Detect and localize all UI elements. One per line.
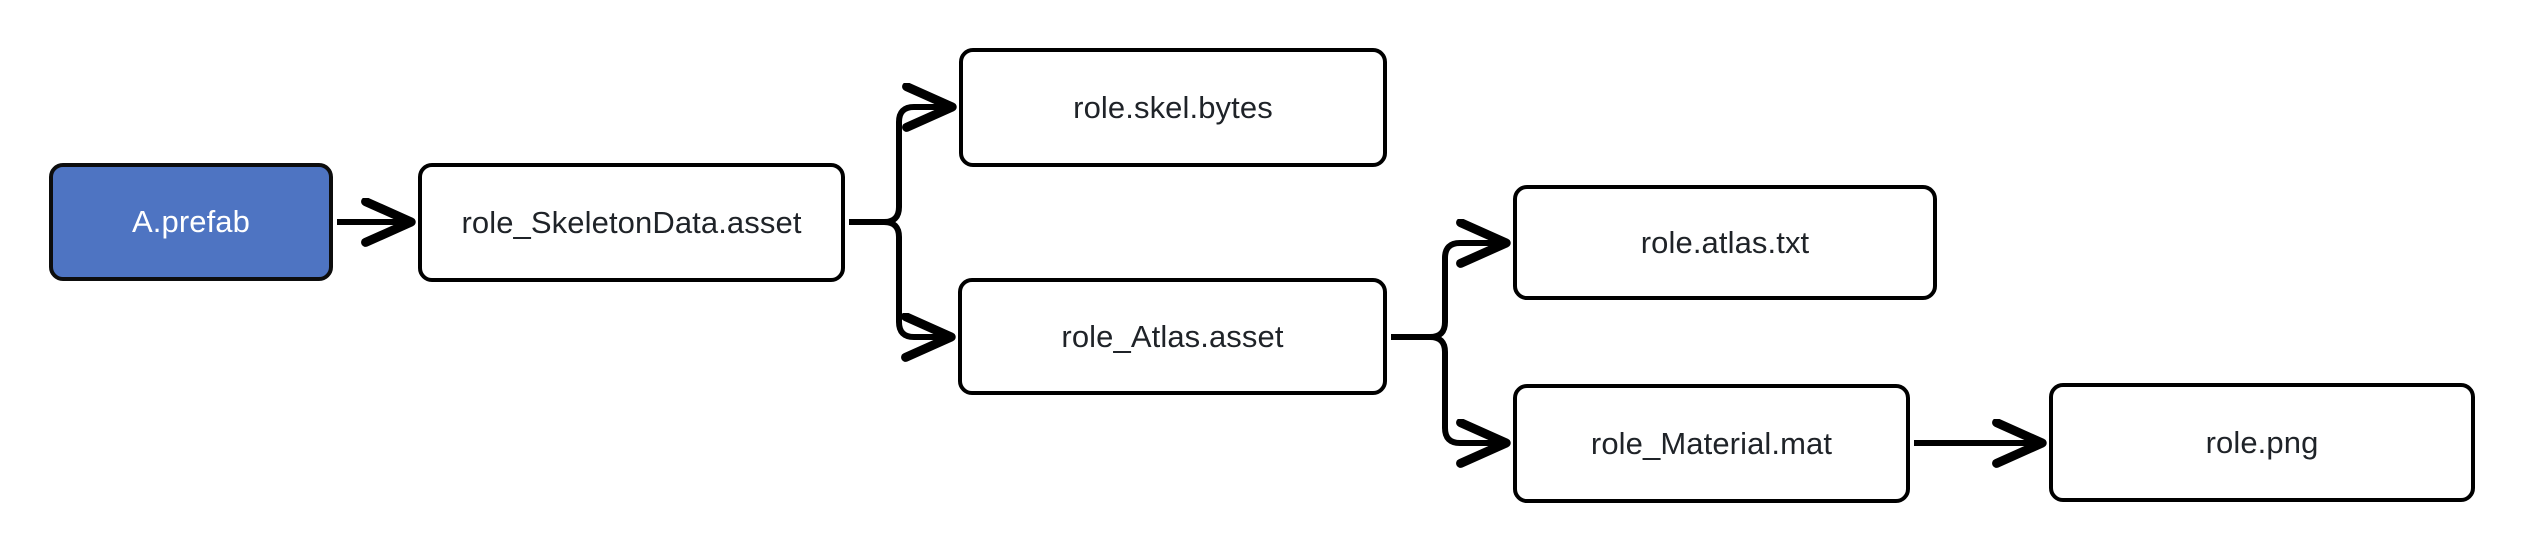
node-role-atlas-asset[interactable]: role_Atlas.asset [958, 278, 1387, 395]
node-label-role-skeletondata-asset: role_SkeletonData.asset [461, 204, 802, 240]
node-label-role-skel-bytes: role.skel.bytes [1073, 89, 1273, 125]
node-label-role-atlas-asset: role_Atlas.asset [1061, 318, 1284, 354]
edge-skeletondata-to-atlas-asset [849, 219, 950, 337]
node-role-atlas-txt[interactable]: role.atlas.txt [1513, 185, 1937, 300]
node-a-prefab[interactable]: A.prefab [49, 163, 333, 281]
node-label-a-prefab: A.prefab [132, 204, 250, 240]
node-label-role-material-mat: role_Material.mat [1590, 425, 1833, 461]
node-label-role-png: role.png [2205, 424, 2319, 460]
edge-skeletondata-trunk [849, 107, 951, 225]
edge-atlas-asset-to-material [1391, 334, 1505, 443]
node-role-png[interactable]: role.png [2049, 383, 2475, 502]
node-role-material-mat[interactable]: role_Material.mat [1513, 384, 1910, 503]
node-role-skeletondata-asset[interactable]: role_SkeletonData.asset [418, 163, 845, 282]
edge-atlas-asset-to-atlas-txt [1391, 243, 1505, 340]
node-label-role-atlas-txt: role.atlas.txt [1640, 224, 1810, 260]
node-role-skel-bytes[interactable]: role.skel.bytes [959, 48, 1387, 167]
